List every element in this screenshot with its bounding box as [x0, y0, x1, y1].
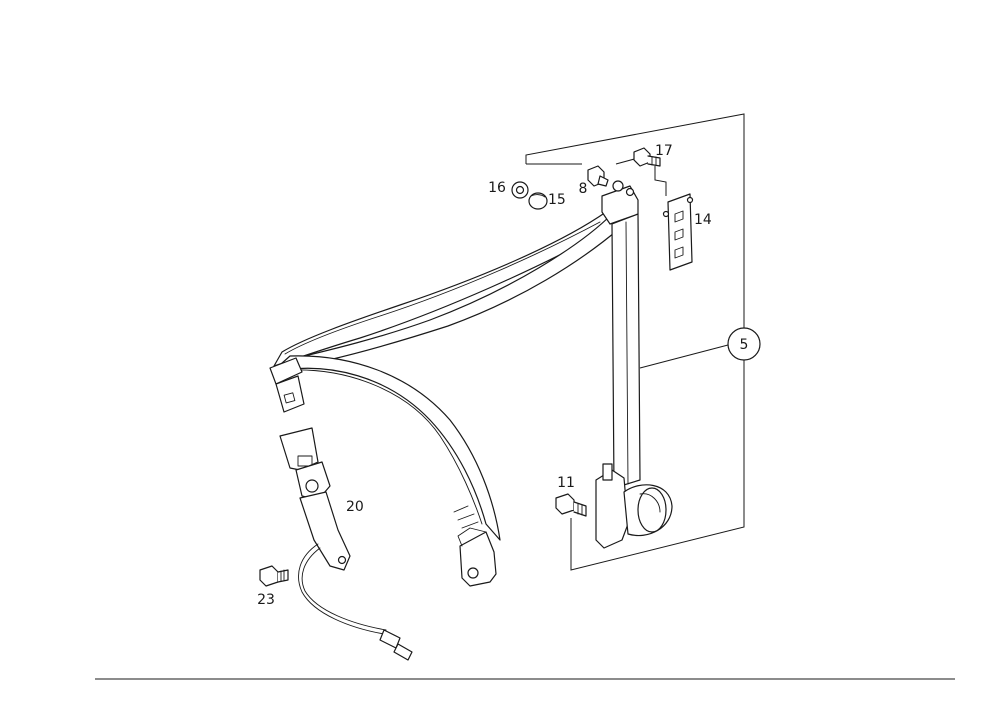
- callout-label-23: 23: [257, 592, 275, 608]
- callout-label-5: 5: [740, 337, 749, 353]
- callout-8[interactable]: 8: [579, 181, 588, 197]
- bolt-11: [555, 493, 587, 517]
- callout-label-17: 17: [655, 143, 673, 159]
- shoulder-adjuster: [601, 180, 639, 225]
- callout-20[interactable]: 20: [346, 499, 364, 515]
- belt-guide-rail: [611, 213, 641, 489]
- assembly-5-bracket: [525, 113, 745, 571]
- left-end-fitting: [269, 357, 305, 413]
- callout-5[interactable]: 5: [727, 327, 761, 361]
- callout-17[interactable]: 17: [655, 143, 673, 159]
- callout-15[interactable]: 15: [548, 192, 566, 208]
- cap-15: [528, 192, 548, 210]
- callout-label-14: 14: [694, 212, 712, 228]
- callout-label-20: 20: [346, 499, 364, 515]
- height-adjuster-14: [662, 193, 694, 271]
- buckle-assembly: [279, 427, 413, 661]
- callout-label-8: 8: [579, 181, 588, 197]
- callout-label-16: 16: [488, 180, 506, 196]
- bolt-23: [259, 565, 289, 587]
- lower-anchor-plate: [457, 527, 497, 587]
- nut-16: [511, 181, 529, 199]
- retractor: [595, 463, 673, 549]
- callout-label-15: 15: [548, 192, 566, 208]
- callout-23[interactable]: 23: [257, 592, 275, 608]
- callout-16[interactable]: 16: [488, 180, 506, 196]
- bolt-17: [633, 147, 661, 167]
- callout-label-11: 11: [557, 475, 575, 491]
- callout-14[interactable]: 14: [694, 212, 712, 228]
- callout-11[interactable]: 11: [557, 475, 575, 491]
- bolt-8: [587, 165, 609, 187]
